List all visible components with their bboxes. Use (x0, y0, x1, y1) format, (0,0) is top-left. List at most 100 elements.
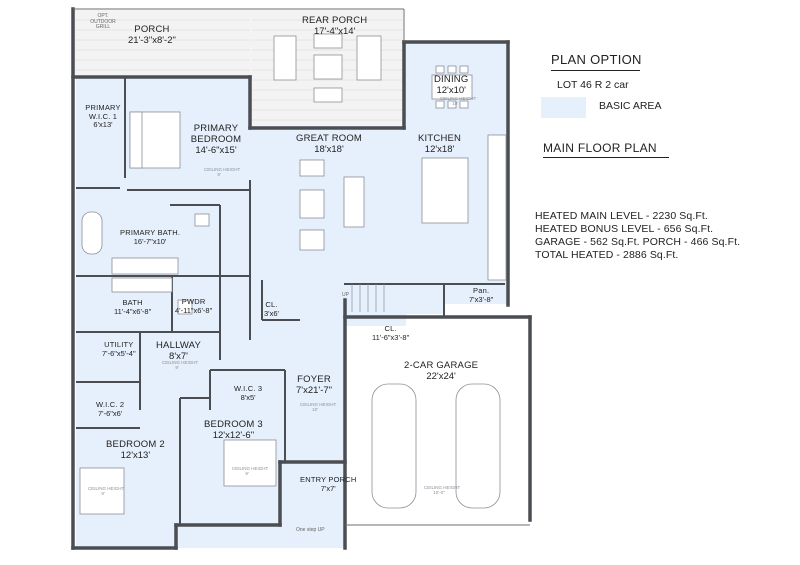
stat-total-heated: TOTAL HEATED - 2886 Sq.Ft. (535, 249, 679, 261)
ceiling-label: CEILING HEIGHT (424, 485, 461, 490)
main-floor-plan-title: MAIN FLOOR PLAN (543, 141, 657, 155)
room-pantry: Pan. 7'x3'-8" (469, 286, 494, 304)
ceiling-height-dining: CEILING HEIGHT 10' (440, 96, 477, 107)
room-porch: PORCH 21'-3"x8'-2" (128, 24, 176, 47)
stat-heated-main: HEATED MAIN LEVEL - 2230 Sq.Ft. (535, 210, 708, 222)
room-dims: 7'x3'-8" (469, 294, 494, 304)
room-dims: 7'-6"x6' (97, 408, 123, 418)
room-name: PRIMARY BATH. (120, 228, 181, 237)
porch-edges (73, 8, 530, 526)
room-name: PWDR (181, 297, 206, 306)
room-dims: 21'-3"x8'-2" (128, 34, 176, 46)
ceiling-label: CEILING HEIGHT (440, 96, 477, 101)
room-name: FOYER (297, 374, 331, 385)
ceiling-label: CEILING HEIGHT (162, 360, 199, 365)
room-name: BEDROOM 2 (106, 439, 165, 450)
room-name: KITCHEN (418, 133, 462, 144)
room-dims: 8'x5' (240, 392, 256, 402)
room-dims: 7'-6"x5'-4" (102, 348, 136, 358)
room-dims: 11'-6"x3'-8" (372, 332, 410, 342)
room-name: PRIMARY BEDROOM (190, 123, 242, 145)
room-dims: 7'x7' (320, 483, 336, 493)
lot-label: LOT 46 R 2 car (557, 79, 629, 91)
room-name: Pan. (473, 286, 490, 295)
ceiling-height-foyer: CEILING HEIGHT 10' (300, 402, 337, 413)
room-dims: 12'x18' (424, 143, 455, 155)
room-utility: UTILITY 7'-6"x5'-4" (102, 340, 136, 358)
room-name: CL. (265, 300, 278, 309)
legend-panel: PLAN OPTION LOT 46 R 2 car BASIC AREA MA… (520, 40, 790, 270)
room-dims: 12'x12'-6" (212, 429, 255, 441)
room-name: PRIMARY W.I.C. 1 (85, 103, 121, 121)
room-name: BEDROOM 3 (204, 419, 263, 430)
plan-option-underline (551, 70, 640, 71)
ceiling-value: 9' (101, 490, 105, 496)
ceiling-label: CEILING HEIGHT (204, 167, 241, 172)
room-dims: 8'x7' (169, 350, 188, 362)
room-rear-porch: REAR PORCH 17'-4"x14' (302, 15, 367, 38)
furniture (79, 33, 507, 515)
ceiling-height-bedroom-3: CEILING HEIGHT 9' (232, 466, 269, 477)
room-closet-hall: CL. 3'x6' (264, 300, 279, 318)
main-floor-plan-underline (543, 157, 669, 158)
room-dims: 18'x18' (314, 143, 344, 155)
room-wic-2: W.I.C. 2 7'-6"x6' (96, 400, 125, 418)
room-pwdr: PWDR 4'-11"x6'-8" (175, 297, 213, 315)
room-primary-bedroom: PRIMARY BEDROOM 14'-6"x15' (186, 123, 246, 157)
note-up: UP (342, 292, 349, 298)
ceiling-height-hallway: CEILING HEIGHT 9' (162, 360, 199, 371)
room-bedroom-2: BEDROOM 2 12'x13' (106, 439, 165, 462)
walls (71, 7, 532, 550)
room-name: W.I.C. 2 (96, 400, 125, 409)
basic-area-label: BASIC AREA (599, 100, 662, 112)
room-dims: 16'-7"x10' (133, 236, 167, 246)
room-name: 2-CAR GARAGE (404, 360, 479, 371)
room-name: DINING (434, 74, 469, 85)
room-dims: 14'-6"x15' (195, 144, 237, 156)
room-foyer: FOYER 7'x21'-7" (296, 374, 332, 397)
ceiling-label: CEILING HEIGHT (300, 402, 337, 407)
ceiling-height-primary-bedroom: CEILING HEIGHT 9' (204, 167, 241, 178)
room-dims: 4'-11"x6'-8" (175, 305, 213, 315)
note-grill: OPT. OUTDOOR GRILL (90, 13, 116, 30)
room-dining: DINING 12'x10' (434, 74, 469, 97)
room-name: HALLWAY (156, 340, 202, 351)
room-bedroom-3: BEDROOM 3 12'x12'-6" (204, 419, 263, 442)
stat-garage-porch: GARAGE - 562 Sq.Ft. PORCH - 466 Sq.Ft. (535, 236, 741, 248)
room-name: PORCH (134, 24, 170, 35)
room-dims: 17'-4"x14' (314, 25, 356, 37)
ceiling-label: CEILING HEIGHT (232, 466, 269, 471)
room-primary-wic: PRIMARY W.I.C. 1 6'x13' (82, 103, 124, 130)
room-bath: BATH 11'-4"x6'-8" (114, 298, 152, 316)
room-dims: 6'x13' (93, 120, 113, 130)
room-garage: 2-CAR GARAGE 22'x24' (404, 360, 479, 383)
room-name: CL. (384, 324, 397, 333)
ceiling-value: 9' (217, 171, 221, 177)
room-name: UTILITY (104, 340, 134, 349)
room-dims: 11'-4"x6'-8" (114, 306, 152, 316)
room-closet-stair: CL. 11'-6"x3'-8" (372, 324, 410, 342)
note-step: One step UP (296, 527, 325, 533)
ceiling-height-garage: CEILING HEIGHT 10'-0" (424, 485, 461, 496)
ceiling-value: 10'-0" (433, 489, 445, 495)
room-hallway: HALLWAY 8'x7' (156, 340, 202, 363)
deck-lines (75, 19, 402, 121)
ceiling-value: 10' (312, 406, 318, 412)
room-dims: 3'x6' (264, 308, 279, 318)
basic-area-swatch (541, 97, 586, 118)
room-dims: 22'x24' (426, 370, 456, 382)
room-dims: 12'x13' (120, 449, 151, 461)
ceiling-label: CEILING HEIGHT (88, 486, 125, 491)
room-name: W.I.C. 3 (234, 384, 263, 393)
room-entry-porch: ENTRY PORCH 7'x7' (300, 475, 357, 493)
room-wic-3: W.I.C. 3 8'x5' (234, 384, 263, 402)
room-name: ENTRY PORCH (300, 475, 357, 484)
ceiling-height-bedroom-2: CEILING HEIGHT 9' (88, 486, 125, 497)
room-name: BATH (122, 298, 143, 307)
ceiling-value: 9' (245, 470, 249, 476)
room-primary-bath: PRIMARY BATH. 16'-7"x10' (120, 228, 181, 246)
room-dims: 12'x10' (436, 84, 466, 96)
stairs (351, 284, 385, 312)
stat-heated-bonus: HEATED BONUS LEVEL - 656 Sq.Ft. (535, 223, 714, 235)
